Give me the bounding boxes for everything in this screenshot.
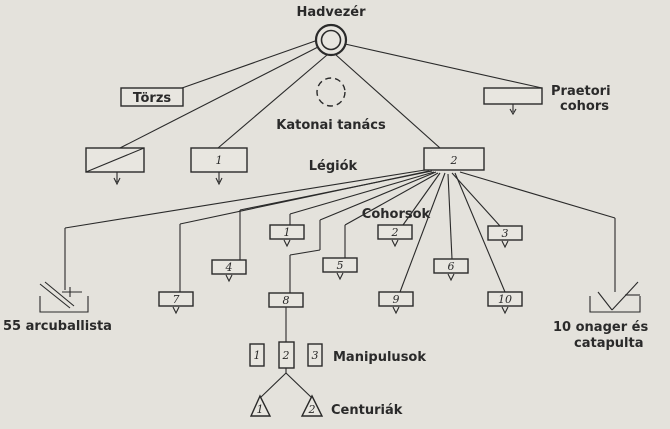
svg-text:7: 7 — [173, 293, 180, 306]
centuriae-label: Centuriák — [331, 403, 403, 418]
svg-text:2: 2 — [308, 403, 316, 416]
manipulus-box-1: 1 — [249, 343, 265, 367]
cohort-box-1: 1 — [269, 224, 305, 248]
manipulus-box-2: 2 — [278, 341, 295, 369]
connectors — [64, 39, 616, 399]
legions-label: Légiók — [309, 159, 358, 174]
svg-text:10: 10 — [498, 293, 512, 306]
staff-label: Törzs — [133, 91, 172, 106]
praetorian-label-2: cohors — [560, 99, 609, 114]
cohort-box-10: 10 — [487, 291, 523, 315]
svg-text:2: 2 — [282, 349, 290, 362]
cohort-box-9: 9 — [378, 291, 414, 315]
cohort-box-3: 3 — [487, 225, 523, 249]
cohort-box-5: 5 — [322, 257, 358, 281]
svg-text:5: 5 — [337, 259, 344, 272]
legion-box-2: 2 — [423, 147, 485, 171]
arcuballista-label: 55 arcuballista — [3, 319, 112, 334]
centuria-triangle-1: 1 — [249, 394, 272, 417]
svg-text:9: 9 — [393, 293, 400, 306]
war-council-label: Katonai tanács — [276, 118, 386, 133]
svg-text:3: 3 — [312, 349, 319, 362]
legion-box-1: 1 — [190, 147, 248, 186]
commander-label: Hadvezér — [296, 5, 366, 20]
svg-text:4: 4 — [225, 261, 233, 274]
staff-box — [120, 87, 184, 107]
manipulus-box-3: 3 — [307, 343, 323, 367]
manipuli-label: Manipulusok — [333, 350, 426, 365]
arcuballista-symbol — [39, 281, 89, 313]
svg-text:1: 1 — [254, 349, 261, 362]
praetorian-label-1: Praetori — [551, 84, 611, 99]
cohort-box-6: 6 — [433, 258, 469, 282]
centuria-triangle-2: 2 — [300, 394, 324, 417]
cohort-box-7: 7 — [158, 291, 194, 315]
onager-symbol — [589, 281, 641, 313]
commander-node — [314, 23, 348, 57]
cohorts-label: Cohorsok — [362, 207, 431, 222]
svg-text:8: 8 — [283, 294, 290, 307]
svg-text:6: 6 — [448, 260, 455, 273]
war-council-node — [316, 77, 346, 107]
cohort-box-8: 8 — [268, 292, 304, 315]
svg-text:1: 1 — [216, 154, 223, 167]
cohort-box-4: 4 — [211, 259, 247, 283]
legion-box-hatched — [85, 147, 145, 186]
onager-label-2: catapulta — [574, 336, 643, 351]
svg-text:2: 2 — [450, 154, 458, 167]
svg-text:3: 3 — [502, 227, 509, 240]
praetorian-box — [483, 87, 543, 105]
svg-text:1: 1 — [257, 403, 264, 416]
svg-text:1: 1 — [284, 226, 291, 239]
onager-label-1: 10 onager és — [553, 320, 648, 335]
cohort-box-2: 2 — [377, 224, 413, 248]
svg-text:2: 2 — [391, 226, 399, 239]
